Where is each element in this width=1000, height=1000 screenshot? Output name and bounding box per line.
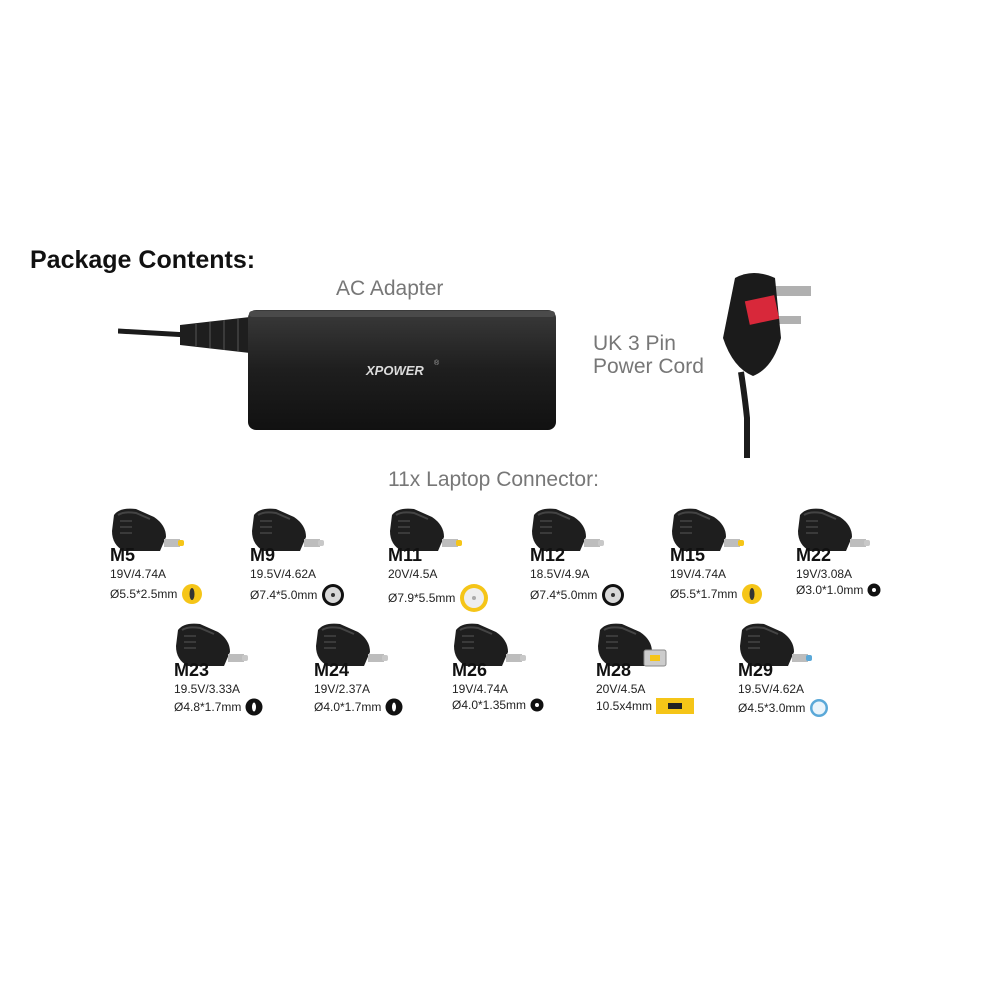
- connector-voltage: 20V/4.5A: [388, 567, 438, 581]
- connector-size-row: Ø7.4*5.0mm: [250, 583, 345, 607]
- connector-model: M24: [314, 660, 350, 680]
- connector-tip-7-icon: [316, 623, 388, 666]
- connector-tip-9-icon: [598, 623, 667, 667]
- connector-model: M11: [388, 545, 423, 565]
- yellow-large-ring-icon: [459, 583, 489, 613]
- connector-size-row: Ø7.9*5.5mm: [388, 583, 489, 613]
- connector-voltage: 19.5V/4.62A: [738, 682, 805, 696]
- connector-voltage: 19V/2.37A: [314, 682, 371, 696]
- connector-tip-2-icon: [390, 508, 462, 551]
- connectors-label: 11x Laptop Connector:: [388, 468, 599, 491]
- connector-voltage: 19V/4.74A: [110, 567, 167, 581]
- connector-size-row: 10.5x4mm: [596, 698, 695, 714]
- connector-model: M12: [530, 545, 566, 565]
- connector-voltage: 19V/4.74A: [670, 567, 727, 581]
- connector-model: M23: [174, 660, 210, 680]
- connector-tile-m23: M23 19.5V/3.33A Ø4.8*1.7mm: [174, 620, 304, 730]
- connector-model: M22: [796, 545, 832, 565]
- black-small-dot-icon: [530, 698, 544, 712]
- connector-size-row: Ø5.5*1.7mm: [670, 583, 763, 605]
- connector-model: M26: [452, 660, 488, 680]
- svg-text:®: ®: [434, 359, 440, 367]
- connector-model: M28: [596, 660, 632, 680]
- connector-size: Ø4.8*1.7mm: [174, 700, 242, 714]
- ac-adapter-label: AC Adapter: [336, 277, 444, 300]
- connector-voltage: 19V/4.74A: [452, 682, 509, 696]
- uk-plug-icon: [723, 273, 811, 458]
- connector-tip-3-icon: [532, 508, 604, 551]
- black-pin-icon: [385, 698, 403, 716]
- yellow-rectangle-plug-icon: [656, 698, 695, 714]
- power-cord-label: UK 3 Pin Power Cord: [593, 332, 704, 378]
- connector-size: Ø4.0*1.35mm: [452, 698, 527, 712]
- connector-voltage: 19.5V/4.62A: [250, 567, 317, 581]
- connector-tip-6-icon: [176, 623, 248, 666]
- connector-voltage: 19V/3.08A: [796, 567, 853, 581]
- connector-tile-m26: M26 19V/4.74A Ø4.0*1.35mm: [452, 620, 582, 730]
- connector-size: 10.5x4mm: [596, 699, 653, 713]
- connector-tile-m9: M9 19.5V/4.62A Ø7.4*5.0mm: [250, 505, 380, 615]
- connector-size-row: Ø4.5*3.0mm: [738, 698, 829, 718]
- connector-size: Ø7.4*5.0mm: [530, 588, 598, 602]
- blue-ring-icon: [809, 698, 829, 718]
- connector-voltage: 18.5V/4.9A: [530, 567, 590, 581]
- xpower-logo: XPOWER: [365, 363, 424, 378]
- connector-tip-1-icon: [252, 508, 324, 551]
- connector-model: M9: [250, 545, 276, 565]
- connector-size-row: Ø4.8*1.7mm: [174, 698, 263, 716]
- connector-model: M15: [670, 545, 706, 565]
- connector-tip-8-icon: [454, 623, 526, 666]
- connector-tile-m24: M24 19V/2.37A Ø4.0*1.7mm: [314, 620, 444, 730]
- connector-tile-m12: M12 18.5V/4.9A Ø7.4*5.0mm: [530, 505, 660, 615]
- connector-size-row: Ø3.0*1.0mm: [796, 583, 881, 597]
- connector-tip-5-icon: [798, 508, 870, 551]
- connector-tile-m11: M11 20V/4.5A Ø7.9*5.5mm: [388, 505, 518, 615]
- connector-size: Ø3.0*1.0mm: [796, 583, 864, 597]
- ac-adapter-image: XPOWER ®: [118, 310, 556, 430]
- connector-model: M29: [738, 660, 774, 680]
- connector-tip-10-icon: [740, 623, 812, 666]
- connector-tile-m22: M22 19V/3.08A Ø3.0*1.0mm: [796, 505, 926, 615]
- connector-tile-m29: M29 19.5V/4.62A Ø4.5*3.0mm: [738, 620, 868, 730]
- connector-size-row: Ø5.5*2.5mm: [110, 583, 203, 605]
- connector-size-row: Ø4.0*1.35mm: [452, 698, 544, 712]
- gray-ring-pin-icon: [601, 583, 625, 607]
- connector-size-row: Ø7.4*5.0mm: [530, 583, 625, 607]
- yellow-round-pin-icon: [741, 583, 763, 605]
- connector-tile-m28: M28 20V/4.5A 10.5x4mm: [596, 620, 726, 730]
- page-title: Package Contents:: [30, 246, 256, 274]
- connector-size: Ø4.0*1.7mm: [314, 700, 382, 714]
- connector-size: Ø7.9*5.5mm: [388, 591, 456, 605]
- connector-tip-0-icon: [112, 508, 184, 551]
- connector-size: Ø4.5*3.0mm: [738, 701, 806, 715]
- connector-tile-m15: M15 19V/4.74A Ø5.5*1.7mm: [670, 505, 800, 615]
- yellow-round-pin-icon: [181, 583, 203, 605]
- connector-size: Ø5.5*1.7mm: [670, 587, 738, 601]
- gray-ring-pin-icon: [321, 583, 345, 607]
- connector-voltage: 20V/4.5A: [596, 682, 646, 696]
- black-pin-icon: [245, 698, 263, 716]
- connector-size: Ø5.5*2.5mm: [110, 587, 178, 601]
- connector-size-row: Ø4.0*1.7mm: [314, 698, 403, 716]
- black-small-dot-icon: [867, 583, 881, 597]
- connector-tip-4-icon: [672, 508, 744, 551]
- connector-tile-m5: M5 19V/4.74A Ø5.5*2.5mm: [110, 505, 240, 615]
- connector-size: Ø7.4*5.0mm: [250, 588, 318, 602]
- connector-voltage: 19.5V/3.33A: [174, 682, 241, 696]
- connector-model: M5: [110, 545, 136, 565]
